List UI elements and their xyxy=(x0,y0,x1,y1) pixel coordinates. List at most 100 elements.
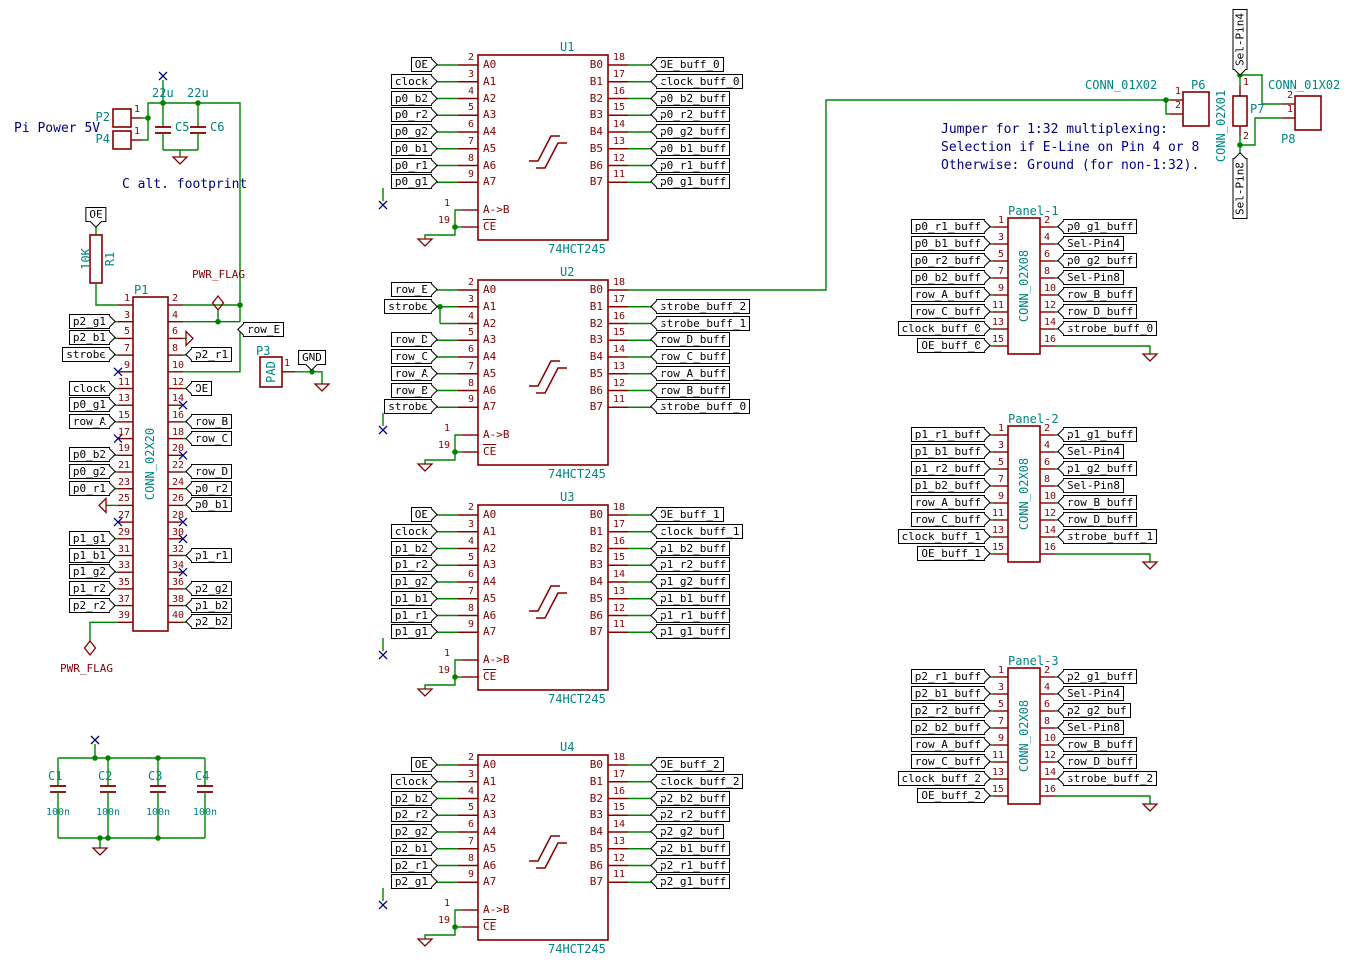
pin-number: 27 xyxy=(118,509,130,522)
pin-name: B7 xyxy=(590,175,603,189)
pin-number: 1 xyxy=(998,214,1004,227)
pin-number: 7 xyxy=(124,342,130,355)
pin-number: 19 xyxy=(438,914,450,927)
net-label: row_B xyxy=(191,414,232,429)
pin-number: 2 xyxy=(172,292,178,305)
pin-number: 30 xyxy=(172,526,184,539)
net-label: row_B_buff xyxy=(656,383,730,398)
net-label: p0_r1 xyxy=(391,158,432,173)
net-label: row_D_buff xyxy=(1063,304,1137,319)
pin-name: B5 xyxy=(590,142,603,156)
net-label: row_D xyxy=(391,332,432,347)
net-label: row_E xyxy=(243,322,284,337)
net-label: p1_r1_buff xyxy=(656,608,730,623)
pin-number: 33 xyxy=(118,559,130,572)
pin-number: 22 xyxy=(172,459,184,472)
pin-number: 40 xyxy=(172,609,184,622)
net-label: OE xyxy=(411,757,432,772)
pin-number: 34 xyxy=(172,559,184,572)
direction-glyph xyxy=(529,136,567,168)
no-connect-icon xyxy=(159,72,167,80)
pad-value: PAD xyxy=(264,361,278,383)
pin-name: B4 xyxy=(590,350,603,364)
pin-name: CE xyxy=(483,220,496,234)
pin-number: 8 xyxy=(1044,473,1050,486)
pin-number: 17 xyxy=(613,293,625,306)
net-label: strobe xyxy=(384,399,432,414)
pin-number: 15 xyxy=(992,333,1004,346)
no-connect-icon xyxy=(379,426,387,434)
net-label: strobe_buff_1 xyxy=(1063,529,1157,544)
net-label: p2_g2_buf xyxy=(1063,703,1131,718)
pin-name: B6 xyxy=(590,384,603,398)
pin-name: A2 xyxy=(483,792,496,806)
pin-name: B5 xyxy=(590,367,603,381)
wire xyxy=(1055,346,1150,354)
pin-number: 16 xyxy=(172,409,184,422)
pin-name: B0 xyxy=(590,283,603,297)
pin-number: 5 xyxy=(124,325,130,338)
pin-number: 4 xyxy=(468,85,474,98)
pin-number: 15 xyxy=(613,801,625,814)
net-label: p1_r2 xyxy=(391,557,432,572)
net-label: p1_g1_buff xyxy=(656,624,730,639)
pin-number: 8 xyxy=(468,152,474,165)
pin-name: B7 xyxy=(590,625,603,639)
net-label: p2_g2_buf xyxy=(656,824,724,839)
pwr-flag-label: PWR_FLAG xyxy=(192,268,245,282)
pin-number: 16 xyxy=(613,310,625,323)
capacitor-value: 100n xyxy=(46,806,70,820)
pin-name: A6 xyxy=(483,859,496,873)
net-label: p0_r2_buff xyxy=(656,107,730,122)
junction-dot xyxy=(1163,97,1169,103)
net-label: p1_r1 xyxy=(191,548,232,563)
pin-number: 5 xyxy=(468,101,474,114)
pin-number: 5 xyxy=(998,698,1004,711)
pin-name: B7 xyxy=(590,875,603,889)
net-label: row_A_buff xyxy=(656,366,730,381)
wire xyxy=(142,103,240,322)
net-label: clock_buff_2 xyxy=(656,774,743,789)
capacitor-value: 100n xyxy=(146,806,170,820)
pin-number: 19 xyxy=(438,439,450,452)
pin-number: 12 xyxy=(613,377,625,390)
net-label: p2_b1_buff xyxy=(911,686,985,701)
pin-number: 15 xyxy=(613,326,625,339)
direction-glyph xyxy=(529,836,567,868)
gnd-symbol xyxy=(418,939,432,946)
net-label: clock_buff_0 xyxy=(898,321,985,336)
pin-number: 19 xyxy=(438,214,450,227)
pin-number: 3 xyxy=(998,439,1004,452)
pin-name: A2 xyxy=(483,542,496,556)
junction-dot xyxy=(155,755,161,761)
net-label: Sel-Pin4 xyxy=(1063,236,1124,251)
net-label: p1_b2_buff xyxy=(911,478,985,493)
pin-number: 15 xyxy=(613,101,625,114)
net-label: row_C xyxy=(391,349,432,364)
net-label: row_D_buff xyxy=(656,332,730,347)
pin-number: 14 xyxy=(172,392,184,405)
ic-reference: U2 xyxy=(560,265,574,279)
pin-number: 2 xyxy=(468,276,474,289)
net-label: clock xyxy=(69,381,110,396)
net-label: row_C xyxy=(191,431,232,446)
pin-number: 16 xyxy=(1044,333,1056,346)
pin-number: 14 xyxy=(613,818,625,831)
pin-name: A7 xyxy=(483,875,496,889)
net-label: p0_b2_buff xyxy=(911,270,985,285)
net-label: row_C_buff xyxy=(656,349,730,364)
net-label: Sel-Pin8 xyxy=(1063,478,1124,493)
pin-name: B5 xyxy=(590,842,603,856)
net-label: strobe_buff_1 xyxy=(656,316,750,331)
pin-number: 35 xyxy=(118,576,130,589)
net-label: p0_b1_buff xyxy=(656,141,730,156)
pin-number: 5 xyxy=(998,456,1004,469)
pin-name: B4 xyxy=(590,125,603,139)
net-label: p2_b2 xyxy=(191,614,232,629)
net-label: p1_g1 xyxy=(69,531,110,546)
pin-number: 7 xyxy=(468,585,474,598)
ic-value: 74HCT245 xyxy=(548,942,606,956)
gnd-symbol xyxy=(186,331,193,345)
pin-name: A0 xyxy=(483,283,496,297)
net-label: p0_r1 xyxy=(69,481,110,496)
